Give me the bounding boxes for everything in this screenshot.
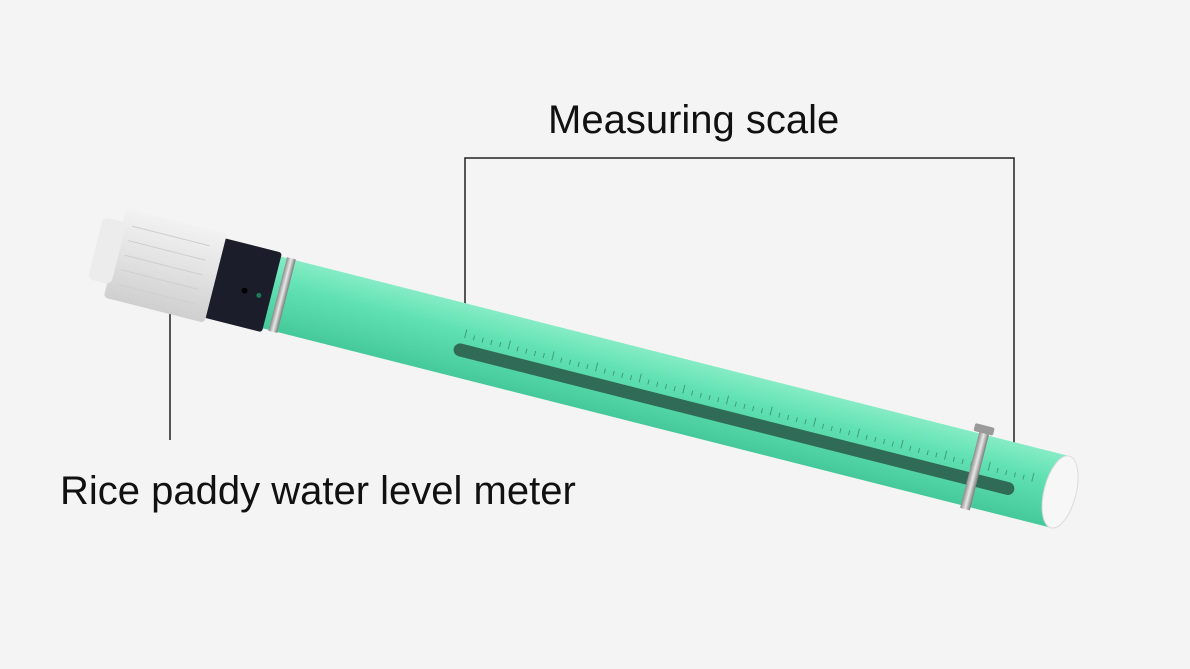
scale-tick	[900, 439, 904, 449]
black-collar	[204, 238, 282, 332]
scale-tick	[577, 361, 580, 367]
tube-opening	[1041, 455, 1079, 529]
scale-tick	[1022, 474, 1025, 480]
cap-top	[88, 218, 126, 284]
scale-tick	[533, 350, 537, 356]
scale-tick	[507, 340, 511, 350]
scale-tick	[595, 362, 599, 372]
scale-tick	[909, 445, 912, 451]
scale-tick	[682, 384, 686, 394]
scale-tick	[1013, 472, 1017, 478]
scale-tick	[673, 386, 676, 392]
scale-tick	[725, 395, 730, 405]
scale-tick	[891, 441, 894, 447]
scale-tick	[612, 370, 615, 376]
scale-tick	[560, 357, 563, 363]
scale-tick	[935, 452, 938, 458]
scale-tick	[717, 397, 720, 403]
collar-screw	[241, 287, 248, 294]
scale-tick	[760, 408, 763, 414]
measuring-scale-bracket	[464, 157, 1015, 452]
scale-tick	[708, 395, 711, 401]
scale-tick	[944, 450, 948, 460]
scale-tick	[568, 359, 572, 365]
water-level-meter	[88, 209, 1079, 529]
scale-tick	[734, 401, 737, 407]
scale-tick	[525, 348, 528, 354]
scale-tick	[839, 428, 842, 434]
scale-ticks	[464, 329, 1035, 482]
scale-tick	[638, 373, 642, 383]
scale-tick	[987, 461, 991, 471]
hose-clamp	[268, 257, 296, 334]
scale-tick	[690, 390, 694, 396]
scale-tick	[856, 428, 860, 438]
scale-tick	[621, 372, 624, 379]
scale-tick	[551, 351, 555, 361]
scale-tick	[1031, 472, 1035, 482]
scale-tick	[656, 381, 659, 387]
hose-clamp	[960, 430, 990, 511]
device-label: Rice paddy water level meter	[60, 469, 576, 513]
scale-tick	[996, 467, 999, 473]
scale-tick	[769, 406, 773, 416]
scale-tick	[917, 447, 921, 454]
scale-tick	[804, 419, 807, 425]
clamp-screw	[973, 423, 995, 436]
scale-tick	[865, 434, 868, 440]
tube	[260, 256, 1070, 528]
scale-tick	[830, 425, 833, 432]
scale-tick	[786, 414, 790, 420]
indicator-dot	[256, 292, 262, 298]
scale-tick	[848, 430, 851, 436]
scale-tick	[699, 392, 702, 398]
measuring-slot	[453, 343, 1015, 496]
scale-tick	[516, 346, 519, 352]
scale-tick	[874, 436, 877, 443]
measuring-scale-label: Measuring scale	[548, 98, 840, 142]
scale-tick	[952, 456, 955, 462]
scale-tick	[542, 353, 545, 359]
scale-tick	[664, 383, 668, 390]
scale-tick	[629, 375, 633, 381]
scale-tick	[481, 337, 484, 343]
scale-tick	[778, 412, 781, 418]
scale-tick	[603, 368, 606, 374]
scale-tick	[490, 339, 493, 345]
scale-tick	[795, 417, 798, 423]
scale-tick	[586, 364, 589, 370]
scale-tick	[743, 403, 746, 409]
scale-tick	[464, 329, 468, 339]
scale-tick	[926, 450, 929, 456]
scale-tick	[752, 406, 755, 412]
scale-tick	[1005, 470, 1008, 476]
scale-tick	[882, 439, 886, 445]
scale-tick	[499, 342, 502, 348]
scale-tick	[821, 423, 825, 429]
scale-tick	[961, 459, 964, 465]
scale-tick	[472, 335, 476, 341]
scale-tick	[813, 417, 817, 427]
scale-tick	[647, 379, 650, 385]
